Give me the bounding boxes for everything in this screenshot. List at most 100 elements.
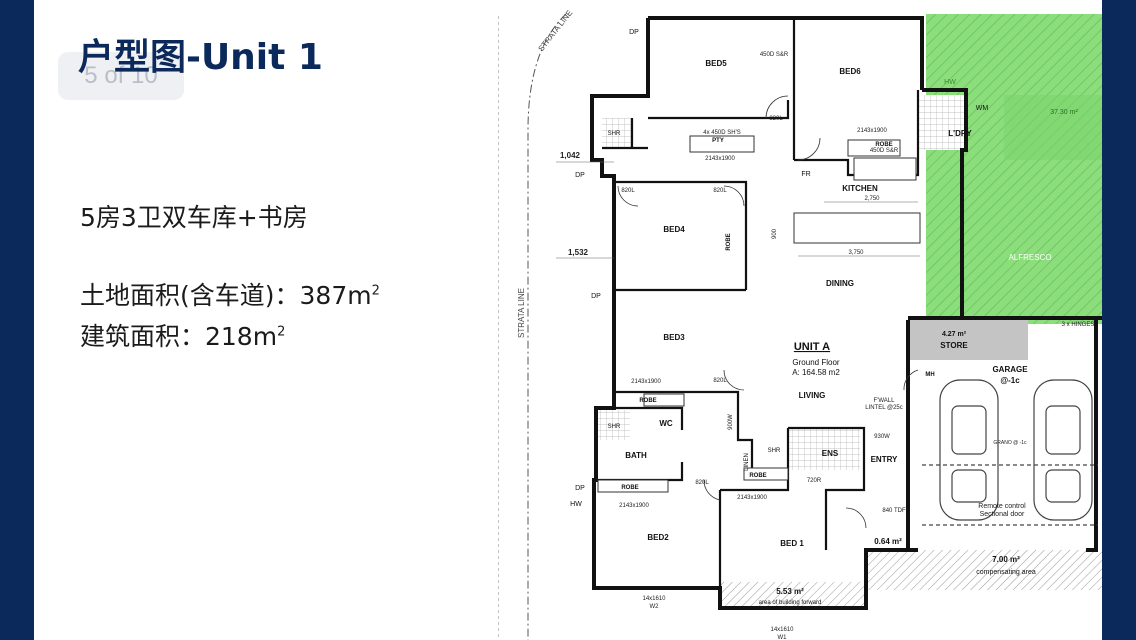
- land-area-label: 土地面积(含车道)：387m: [80, 281, 372, 310]
- build-area-text: 建筑面积：218m2: [80, 317, 285, 353]
- room-linen: LINEN: [744, 453, 750, 471]
- alfresco-tint: [926, 14, 1102, 324]
- room-bed2: BED2: [647, 533, 669, 542]
- window-bed6: 2143x1900: [857, 128, 887, 134]
- dim-1042: 1,042: [560, 151, 581, 160]
- dp-label-3: DP: [591, 293, 601, 300]
- room-bath: BATH: [625, 451, 647, 460]
- garage-grano: GRANO @ -1c: [993, 440, 1027, 446]
- strata-label-top: STRATA LINE: [536, 10, 574, 53]
- build-area-sup: 2: [277, 324, 286, 340]
- laundry-tiles: [918, 95, 966, 150]
- robe-bed2: ROBE: [621, 485, 638, 491]
- room-bed3: BED3: [663, 333, 685, 342]
- door-ens: 720R: [807, 478, 822, 484]
- room-dining: DINING: [826, 279, 854, 288]
- room-living: LIVING: [799, 391, 826, 400]
- fwall-note: F'WALL: [874, 398, 896, 404]
- strata-label-side: STRATA LINE: [517, 288, 526, 338]
- dim-2750: 2,750: [864, 196, 880, 202]
- comp-area-note: compensating area: [976, 569, 1036, 576]
- room-shr-1: SHR: [608, 131, 621, 137]
- room-bed5: BED5: [705, 59, 727, 68]
- room-wc: WC: [659, 419, 673, 428]
- dp-label-2: DP: [575, 172, 585, 179]
- robe-bed1: ROBE: [749, 473, 766, 479]
- land-area-sup: 2: [371, 283, 380, 299]
- strata-line: [527, 13, 567, 640]
- room-garage: GARAGE: [992, 365, 1028, 374]
- room-bed1: BED 1: [780, 539, 804, 548]
- window-bed2: 2143x1900: [619, 503, 649, 509]
- room-bed4: BED4: [663, 225, 685, 234]
- dim-900: 900: [772, 228, 778, 239]
- room-hw-2: HW: [570, 501, 582, 508]
- door-bed6: 820L: [769, 116, 783, 122]
- door-entry: 930W: [874, 434, 890, 440]
- unit-title: UNIT A: [794, 341, 830, 353]
- slide-pager: 5 of 10: [58, 52, 184, 100]
- pantry-shelves: 4x 450D SH'S: [703, 130, 741, 136]
- room-fr: FR: [801, 171, 810, 178]
- room-ens: ENS: [822, 449, 839, 458]
- robe-bed3: ROBE: [639, 398, 656, 404]
- room-wm: WM: [976, 105, 989, 112]
- unit-floor: Ground Floor: [792, 358, 839, 367]
- robe-bed6: ROBE: [875, 142, 892, 148]
- compensating-area: [868, 550, 1102, 590]
- comp-area-value: 7.00 m²: [992, 555, 1020, 564]
- features-text: 5房3卫双车库+书房: [80, 203, 308, 232]
- room-garage-sub: @-1c: [1000, 376, 1020, 385]
- window-w1: W1: [778, 635, 788, 640]
- dim-1532: 1,532: [568, 248, 589, 257]
- room-laundry: L'DRY: [948, 129, 972, 138]
- window-bed3: 2143x1900: [631, 379, 661, 385]
- garage-cars: [922, 379, 1098, 526]
- dim-3750: 3,750: [848, 250, 864, 256]
- alfresco-area-value: 37.30 m²: [1050, 109, 1078, 116]
- window-bed1: 2143x1900: [737, 495, 767, 501]
- window-w2: W2: [650, 604, 660, 610]
- door-swings: [617, 95, 919, 529]
- floor-plan: STRATA LINE STRATA LINE: [497, 8, 1102, 640]
- front-area-value: 5.53 m²: [776, 587, 804, 596]
- room-hw-1: HW: [944, 79, 956, 86]
- porch-area-value: 0.64 m²: [874, 537, 902, 546]
- door-living: 900W: [728, 414, 734, 430]
- room-shr-3: SHR: [768, 448, 781, 454]
- store-area: [908, 318, 1028, 360]
- dimension-lines: [556, 161, 920, 259]
- garage-remote: Remote control: [978, 503, 1026, 510]
- front-door-tdf: 840 TDF: [882, 508, 906, 514]
- ens-tiles: [788, 428, 860, 470]
- shr-tiles-1: [602, 118, 632, 148]
- room-kitchen: KITCHEN: [842, 184, 878, 193]
- room-bed6: BED6: [839, 67, 861, 76]
- slide-title: 户型图-Unit 1: [78, 37, 323, 78]
- room-pty: PTY: [712, 138, 724, 144]
- front-area-note: area of building forward: [759, 600, 822, 606]
- window-bottom-size: 14x1610: [770, 627, 794, 633]
- robe-bed5-note: 450D S&R: [760, 52, 789, 58]
- dp-label-1: DP: [629, 29, 639, 36]
- door-bed4: 820L: [713, 188, 727, 194]
- window-bed5: 2143x1900: [705, 156, 735, 162]
- room-mh: MH: [925, 372, 934, 378]
- room-alfresco: ALFRESCO: [1008, 253, 1051, 262]
- window-bath-size: 14x1610: [642, 596, 666, 602]
- floor-plan-drawing: STRATA LINE STRATA LINE: [497, 8, 1102, 640]
- garage-sectional: Sectional door: [980, 511, 1025, 518]
- kitchen-benches: [597, 135, 921, 493]
- store-area-value: 4.27 m²: [942, 331, 967, 338]
- robe-bed6-note: 450D S&R: [870, 148, 899, 154]
- forward-area: [720, 582, 865, 608]
- build-area-label: 建筑面积：218m: [80, 322, 278, 351]
- door-bed2: 820L: [695, 480, 709, 486]
- dp-label-4: DP: [575, 485, 585, 492]
- outer-walls: [590, 16, 1102, 610]
- lintel-note: LINTEL @25c: [865, 405, 903, 411]
- room-store: STORE: [940, 341, 968, 350]
- slide: 5 of 10 户型图-Unit 1 5房3卫双车库+书房 土地面积(含车道)：…: [34, 0, 1102, 640]
- alfresco-area: [926, 14, 1102, 324]
